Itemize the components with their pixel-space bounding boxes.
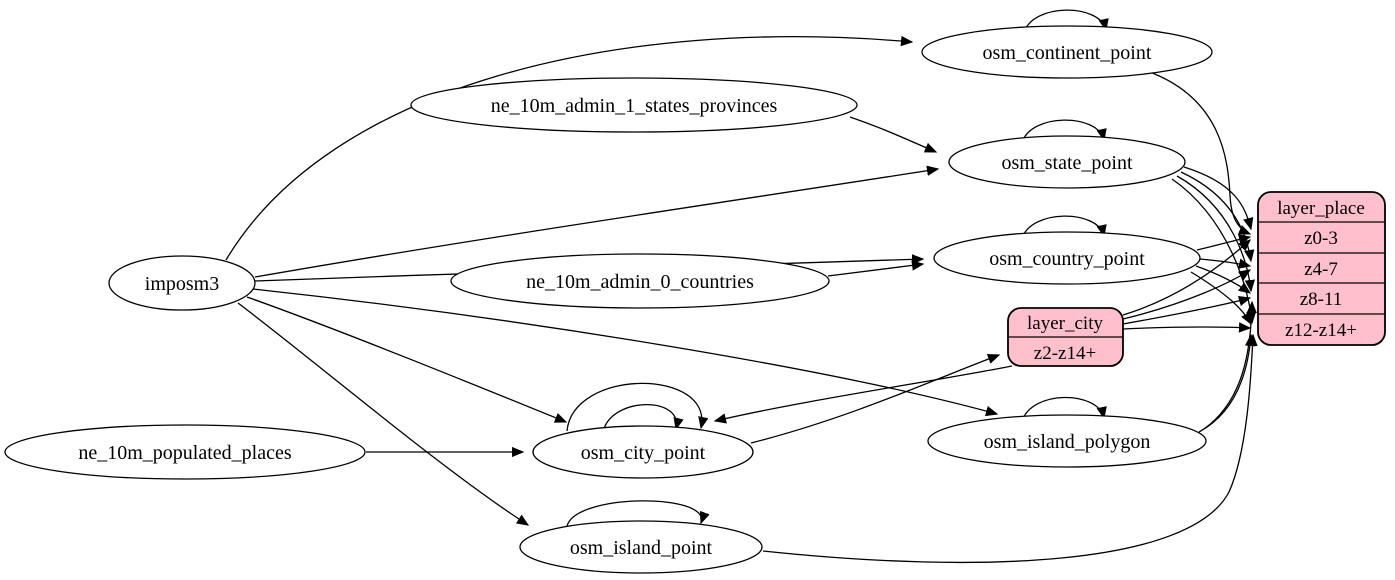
edge-group (225, 9, 1258, 564)
edge-layer-city-to-layer-place-z0-3 (1122, 239, 1251, 316)
node-imposm3: imposm3 (108, 255, 256, 311)
edge-osm-state-point-to-layer-place-z4-7 (1180, 171, 1255, 263)
imposm3-label: imposm3 (145, 273, 219, 295)
osm-country-point-label: osm_country_point (989, 248, 1145, 270)
osm-city-point-shape (532, 425, 754, 479)
edge-osm-country-point-to-layer-place-z4-7 (1199, 258, 1252, 269)
edge-layer-city-to-osm-city-point (713, 365, 1013, 424)
ne-10m-admin-1-states-provinces-shape (410, 77, 858, 133)
self-loop-osm-continent-point (1023, 9, 1109, 34)
edge-ne-10m-admin-0-countries-to-osm-country-point (827, 260, 925, 277)
ne-10m-populated-places-label: ne_10m_populated_places (78, 442, 291, 464)
node-osm-country-point: osm_country_point (933, 231, 1201, 285)
edge-layer-city-to-layer-place-z8-11 (1122, 295, 1252, 325)
edge-ne-10m-admin-1-states-provinces-to-osm-state-point (849, 116, 938, 153)
node-layer-city: layer_city z2-z14+ (1007, 307, 1124, 367)
edge-osm-city-point-to-layer-city (750, 354, 1001, 444)
edge-osm-continent-point-to-layer-place-z0-3 (1146, 70, 1252, 235)
self-loop-osm-island-polygon (1021, 396, 1107, 423)
osm-continent-point-label: osm_continent_point (983, 42, 1152, 64)
node-osm-city-point: osm_city_point (532, 425, 754, 479)
osm-island-polygon-label: osm_island_polygon (984, 431, 1151, 453)
edge-osm-country-point-to-layer-place-z8-11 (1195, 265, 1252, 294)
edge-osm-state-point-to-layer-place-z0-3 (1183, 166, 1254, 231)
node-osm-continent-point: osm_continent_point (921, 25, 1213, 79)
osm-city-point-label: osm_city_point (581, 442, 706, 464)
ne-10m-admin-0-countries-label: ne_10m_admin_0_countries (526, 271, 754, 293)
edge-osm-country-point-to-layer-place-z0-3 (1196, 234, 1252, 251)
node-layer-place: layer_place z0-3 z4-7 z8-11 z12-z14+ (1257, 191, 1386, 346)
osm-country-point-shape (933, 231, 1201, 285)
edge-osm-island-point-to-layer-place-z12-z14 (762, 333, 1258, 564)
self-loop-osm-country-point (1021, 215, 1107, 240)
osm-state-point-label: osm_state_point (1001, 152, 1133, 174)
layer-place-box (1257, 191, 1386, 346)
node-ne-10m-admin-1-states-provinces: ne_10m_admin_1_states_provinces (410, 77, 858, 133)
node-osm-island-point: osm_island_point (519, 520, 763, 574)
edge-osm-island-polygon-to-layer-place-z8-11 (1203, 300, 1257, 430)
osm-island-point-shape (519, 520, 763, 574)
osm-island-point-label: osm_island_point (570, 537, 713, 559)
node-ne-10m-populated-places: ne_10m_populated_places (4, 424, 366, 480)
ne-10m-admin-1-states-provinces-label: ne_10m_admin_1_states_provinces (491, 95, 778, 117)
ne-10m-populated-places-shape (4, 424, 366, 480)
self-loop-osm-city-point-inner (602, 403, 684, 433)
layer-place-title: layer_place (1277, 198, 1365, 219)
layer-place-row-z0-3: z0-3 (1304, 228, 1338, 249)
self-loop-osm-city-point-outer (566, 382, 709, 432)
node-ne-10m-admin-0-countries: ne_10m_admin_0_countries (450, 253, 830, 309)
ne-10m-admin-0-countries-shape (450, 253, 830, 309)
edge-imposm3-to-osm-island-point (237, 302, 530, 526)
edge-imposm3-to-osm-continent-point (225, 35, 914, 261)
osm-island-polygon-shape (927, 414, 1207, 468)
self-loop-osm-state-point (1021, 119, 1107, 144)
layer-place-row-z4-7: z4-7 (1304, 259, 1338, 280)
node-osm-state-point: osm_state_point (948, 135, 1186, 189)
layer-city-row-z2-z14: z2-z14+ (1034, 343, 1096, 364)
layer-city-title: layer_city (1027, 313, 1103, 334)
layer-place-row-z8-11: z8-11 (1300, 289, 1343, 310)
edge-osm-country-point-to-layer-place-z12-z14 (1190, 271, 1252, 326)
self-loop-osm-island-point (566, 500, 710, 527)
osm-continent-point-shape (921, 25, 1213, 79)
edge-layer-city-to-layer-place-z12-z14 (1122, 322, 1252, 333)
node-osm-island-polygon: osm_island_polygon (927, 414, 1207, 468)
osm-state-point-shape (948, 135, 1186, 189)
edge-imposm3-to-osm-city-point (246, 296, 568, 423)
edge-osm-island-polygon-to-layer-place-z12-z14 (1198, 333, 1256, 433)
imposm3-shape (108, 255, 256, 311)
edge-imposm3-to-osm-island-polygon (252, 288, 999, 417)
layer-place-row-z12-z14: z12-z14+ (1285, 320, 1357, 341)
edge-imposm3-to-osm-state-point (254, 165, 940, 278)
edge-layer-city-to-layer-place-z4-7 (1122, 269, 1252, 320)
